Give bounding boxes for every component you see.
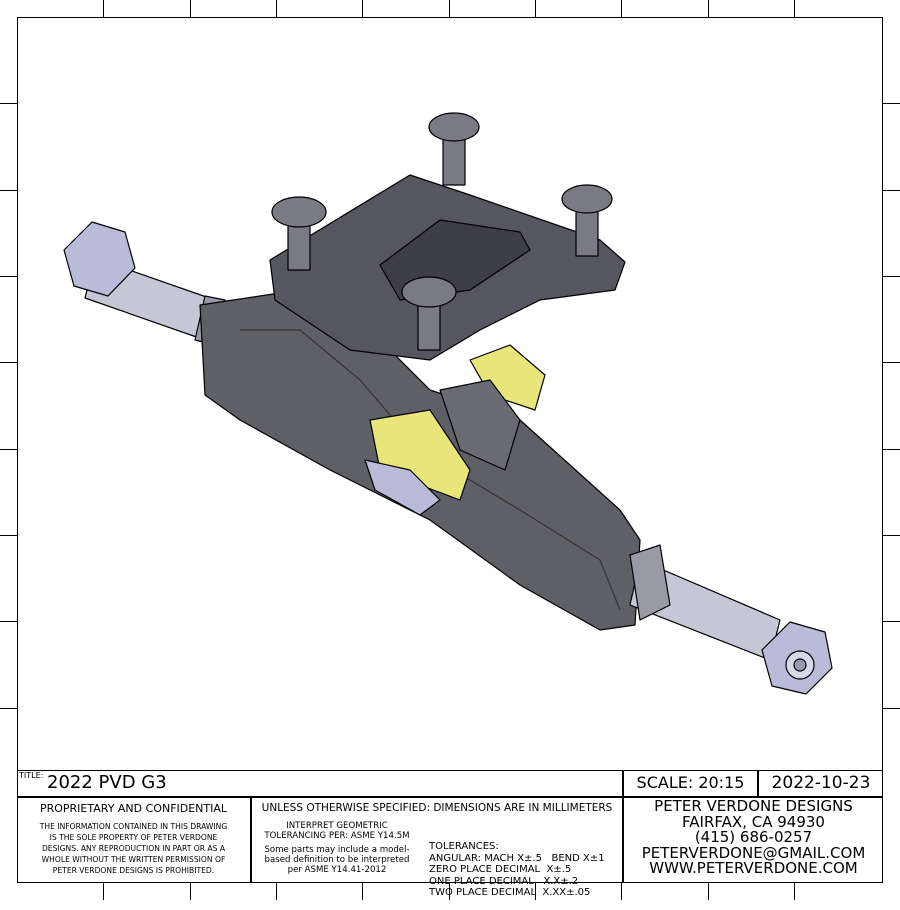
zone-tick xyxy=(883,449,900,450)
zone-tick xyxy=(708,0,709,17)
nut-left xyxy=(63,221,136,297)
zone-tick xyxy=(883,708,900,709)
company-address: FAIRFAX, CA 94930 xyxy=(682,812,825,831)
zone-tick xyxy=(362,883,363,900)
title-block xyxy=(17,770,883,883)
zone-tick xyxy=(883,190,900,191)
company-website[interactable]: WWW.PETERVERDONE.COM xyxy=(649,859,858,877)
zone-tick xyxy=(0,276,17,277)
zone-tick xyxy=(883,535,900,536)
zone-tick xyxy=(621,0,622,17)
zone-tick xyxy=(103,0,104,17)
zone-tick xyxy=(190,883,191,900)
zone-tick xyxy=(449,0,450,17)
zone-tick xyxy=(794,883,795,900)
zone-tick xyxy=(190,0,191,17)
zone-tick xyxy=(449,883,450,900)
zone-tick xyxy=(883,276,900,277)
zone-tick xyxy=(0,621,17,622)
company-name: PETER VERDONE DESIGNS xyxy=(654,797,853,815)
zone-tick xyxy=(535,0,536,17)
zone-tick xyxy=(621,883,622,900)
truck-model-view xyxy=(63,112,833,695)
drawing-title: 2022 PVD G3 xyxy=(47,772,167,793)
zone-tick xyxy=(276,883,277,900)
zone-tick xyxy=(0,103,17,104)
zone-tick xyxy=(883,103,900,104)
axle-right xyxy=(629,544,833,695)
zone-tick xyxy=(883,362,900,363)
kingpin-nut xyxy=(364,459,441,516)
zone-tick xyxy=(0,535,17,536)
zone-tick xyxy=(883,621,900,622)
zone-tick xyxy=(276,0,277,17)
zone-tick xyxy=(794,0,795,17)
company-info: PETER VERDONE DESIGNS FAIRFAX, CA 94930 … xyxy=(624,797,883,877)
proprietary-notice: THE INFORMATION CONTAINED IN THIS DRAWIN… xyxy=(39,822,228,875)
company-email[interactable]: PETERVERDONE@GMAIL.COM xyxy=(641,843,866,862)
title-label: TITLE: xyxy=(19,771,44,780)
zone-tick xyxy=(535,883,536,900)
zone-tick xyxy=(0,449,17,450)
zone-tick xyxy=(0,362,17,363)
proprietary-heading: PROPRIETARY AND CONFIDENTIAL xyxy=(39,802,228,815)
zone-tick xyxy=(103,883,104,900)
zone-tick xyxy=(0,190,17,191)
bushing-lower xyxy=(369,409,471,501)
company-phone: (415) 686-0257 xyxy=(694,828,813,846)
zone-tick xyxy=(362,0,363,17)
zone-tick xyxy=(708,883,709,900)
date: 2022-10-23 xyxy=(771,773,871,793)
bolts xyxy=(271,112,613,351)
scale: SCALE: 20:15 xyxy=(636,773,745,792)
units-note: UNLESS OTHERWISE SPECIFIED: DIMENSIONS A… xyxy=(261,802,613,814)
zone-tick xyxy=(0,708,17,709)
